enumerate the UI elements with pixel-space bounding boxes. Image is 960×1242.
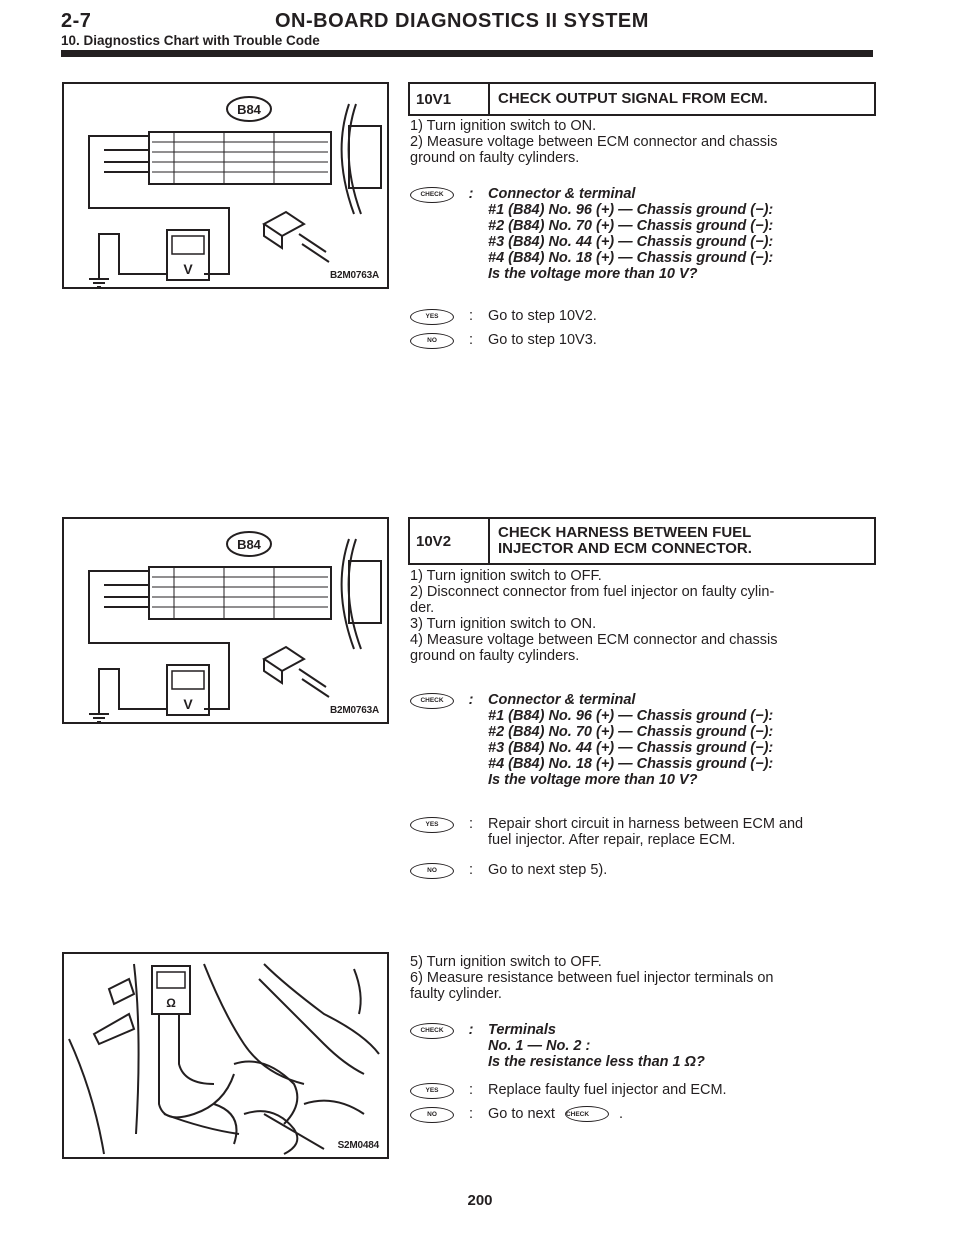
check-badge-icon: CHECK <box>410 187 454 203</box>
svg-text:B84: B84 <box>237 537 262 552</box>
no-badge-icon: NO <box>410 333 454 349</box>
go-to-step-link[interactable]: Go to next step 5). <box>488 862 608 878</box>
svg-text:B84: B84 <box>237 102 262 117</box>
figure-injector-resistance: Ω S2M0484 <box>62 952 389 1159</box>
svg-text:V: V <box>183 261 193 277</box>
no-badge-icon: NO <box>410 1107 454 1123</box>
page-subtitle: 10. Diagnostics Chart with Trouble Code <box>61 33 320 48</box>
page-title: ON-BOARD DIAGNOSTICS II SYSTEM <box>275 10 649 32</box>
header-rule <box>61 50 873 57</box>
go-to-step-link[interactable]: Go to step 10V2. <box>488 308 597 324</box>
step-header-10v2: 10V2 CHECK HARNESS BETWEEN FUEL INJECTOR… <box>408 517 876 565</box>
svg-text:Ω: Ω <box>166 996 176 1010</box>
section-number: 2-7 <box>61 10 92 32</box>
figure-ecm-connector-voltage-1: B84 V B2M0763A <box>62 82 389 289</box>
yes-badge-icon: YES <box>410 309 454 325</box>
ecm-connector-diagram: B84 V <box>88 531 382 722</box>
engine-bay-illustration: Ω <box>68 963 380 1155</box>
step-id: 10V1 <box>410 84 490 114</box>
figure-ecm-connector-voltage-2: B84 V B2M0763A <box>62 517 389 724</box>
step-title: CHECK HARNESS BETWEEN FUEL INJECTOR AND … <box>498 524 752 557</box>
figure-label: S2M0484 <box>337 1140 380 1151</box>
yes-badge-icon: YES <box>410 817 454 833</box>
yes-block-10v1: YES : Go to step 10V2. <box>410 308 597 325</box>
figure-label: B2M0763A <box>330 705 379 716</box>
check-block-10v1: CHECK : Connector & terminal #1 (B84) No… <box>410 186 773 282</box>
step-instructions-5-6: 5) Turn ignition switch to OFF. 6) Measu… <box>410 954 774 1002</box>
page-number: 200 <box>467 1192 493 1209</box>
check-badge-icon: CHECK <box>410 693 454 709</box>
svg-text:V: V <box>183 696 193 712</box>
go-to-step-link[interactable]: Go to step 10V3. <box>488 332 597 348</box>
step-instructions-10v1: 1) Turn ignition switch to ON. 2) Measur… <box>410 118 778 166</box>
no-block-10v1: NO : Go to step 10V3. <box>410 332 597 349</box>
check-block-10v2: CHECK : Connector & terminal #1 (B84) No… <box>410 692 773 788</box>
yes-block-resistance: YES : Replace faulty fuel injector and E… <box>410 1082 727 1099</box>
step-title: CHECK OUTPUT SIGNAL FROM ECM. <box>498 90 768 107</box>
step-instructions-10v2: 1) Turn ignition switch to OFF. 2) Disco… <box>410 568 778 664</box>
check-badge-link[interactable]: CHECK <box>564 1106 609 1123</box>
check-block-resistance: CHECK : Terminals No. 1 — No. 2 : Is the… <box>410 1022 705 1070</box>
yes-block-10v2: YES : Repair short circuit in harness be… <box>410 816 803 848</box>
no-block-10v2: NO : Go to next step 5). <box>410 862 607 879</box>
step-header-10v1: 10V1 CHECK OUTPUT SIGNAL FROM ECM. <box>408 82 876 116</box>
check-badge-icon: CHECK <box>410 1023 454 1039</box>
ecm-connector-diagram: B84 V <box>88 96 382 287</box>
no-block-resistance: NO : Go to next CHECK . <box>410 1106 623 1123</box>
yes-badge-icon: YES <box>410 1083 454 1099</box>
figure-label: B2M0763A <box>330 270 379 281</box>
no-badge-icon: NO <box>410 863 454 879</box>
step-id: 10V2 <box>410 519 490 563</box>
